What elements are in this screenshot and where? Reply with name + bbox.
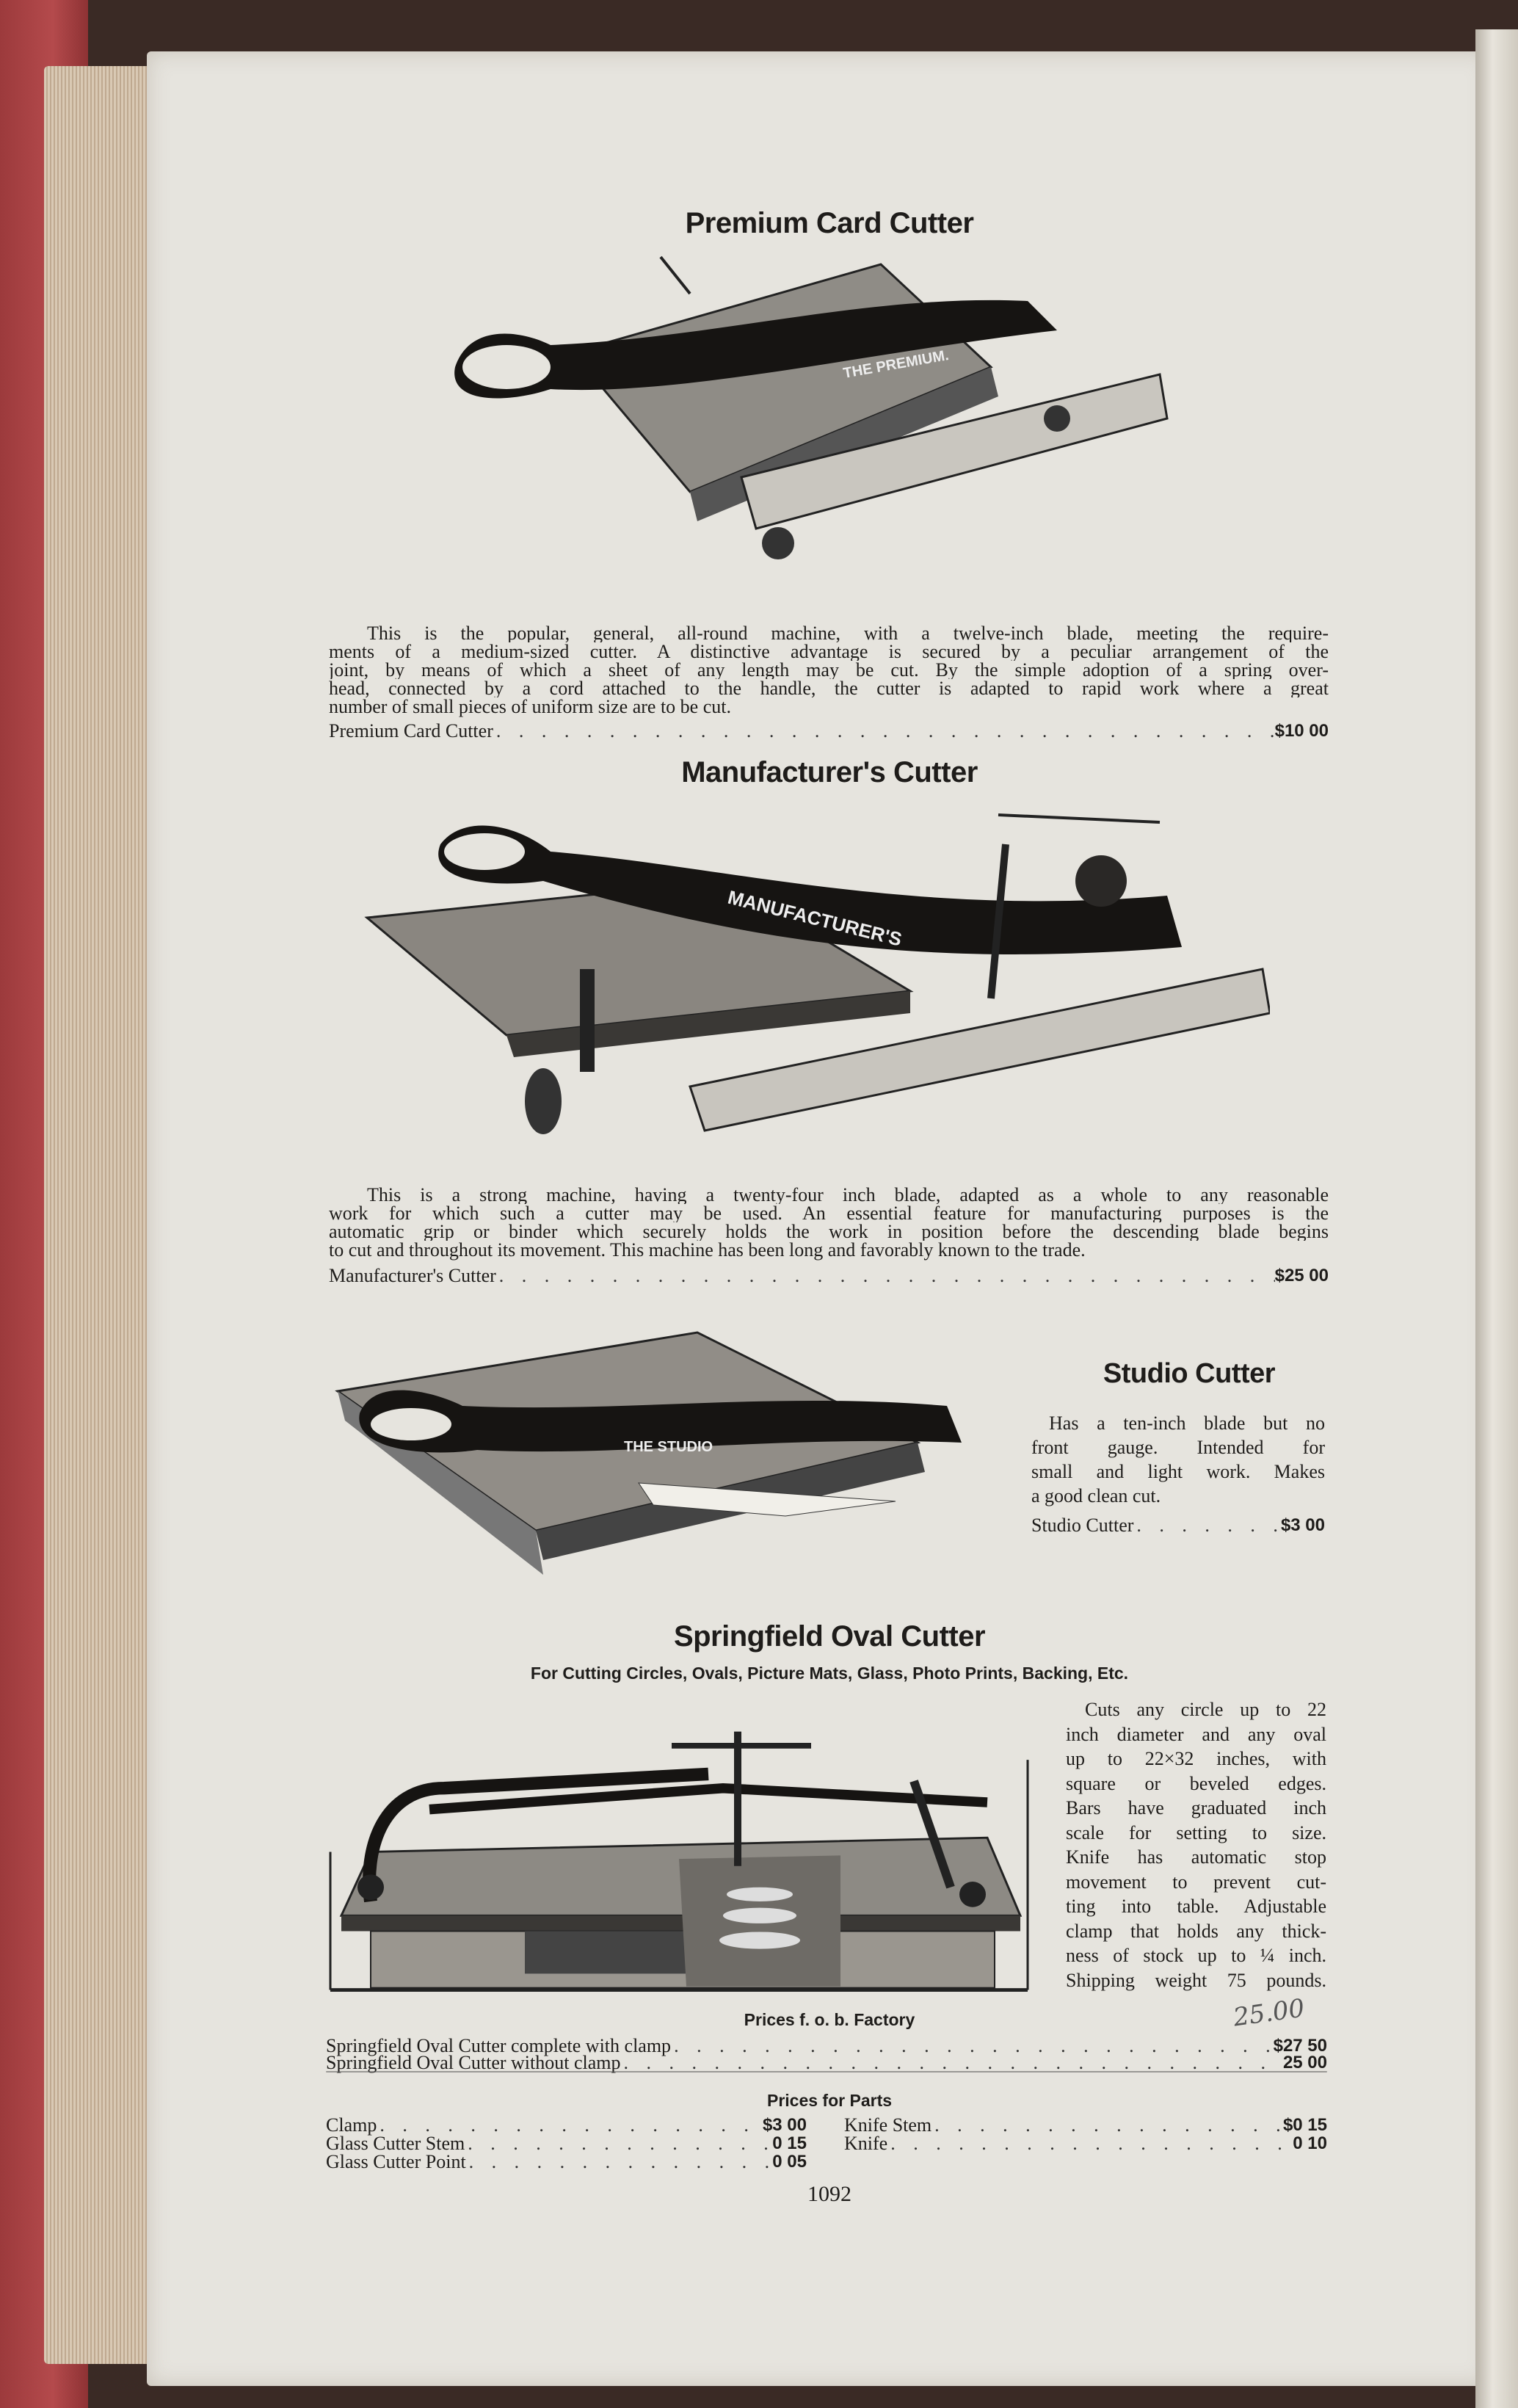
premium-card-cutter-illustration: THE PREMIUM. bbox=[454, 255, 1169, 559]
page-number: 1092 bbox=[807, 2182, 851, 2206]
part-price-row: Glass Cutter Stem 0 15 bbox=[326, 2134, 807, 2153]
price-value: $10 00 bbox=[1274, 721, 1329, 741]
description-line: movement to prevent cut- bbox=[1066, 1871, 1326, 1893]
manufacturers-cutter-illustration: MANUFACTURER'S bbox=[364, 813, 1270, 1134]
price-label: Glass Cutter Stem bbox=[326, 2133, 465, 2154]
premium-price-row: Premium Card Cutter $10 00 bbox=[329, 720, 1329, 741]
description-line: head, connected by a cord attached to th… bbox=[329, 679, 1329, 697]
price-value: $3 00 bbox=[1280, 1515, 1325, 1535]
parts-left-column: Clamp $3 00 Glass Cutter Stem 0 15 Glass C… bbox=[326, 2114, 807, 2172]
description-line: small and light work. Makes bbox=[1031, 1461, 1325, 1482]
studio-cutter-illustration: THE STUDIO bbox=[335, 1331, 962, 1575]
description-line: scale for setting to size. bbox=[1066, 1821, 1326, 1843]
price-value: $27 50 bbox=[1273, 2036, 1327, 2056]
description-line: a good clean cut. bbox=[1031, 1485, 1161, 1506]
price-label: Knife bbox=[844, 2133, 888, 2154]
price-value: $3 00 bbox=[762, 2115, 807, 2135]
price-label: Glass Cutter Point bbox=[326, 2151, 466, 2172]
description-line: Has a ten-inch blade but no bbox=[1049, 1412, 1325, 1434]
price-label: Studio Cutter bbox=[1031, 1515, 1134, 1536]
part-price-row: Knife 0 10 bbox=[844, 2134, 1327, 2153]
description-line: ness of stock up to ¼ inch. bbox=[1066, 1945, 1326, 1966]
price-label: Premium Card Cutter bbox=[329, 720, 493, 741]
description-line: clamp that holds any thick- bbox=[1066, 1920, 1326, 1942]
studio-description: Has a ten-inch blade but no front gauge.… bbox=[1031, 1411, 1325, 1508]
springfield-subtitle: For Cutting Circles, Ovals, Picture Mats… bbox=[530, 1664, 1129, 1683]
price-label: Manufacturer's Cutter bbox=[329, 1265, 496, 1286]
part-price-row: Glass Cutter Point 0 05 bbox=[326, 2151, 807, 2172]
part-price-row: Knife Stem $0 15 bbox=[844, 2114, 1327, 2136]
factory-prices-heading: Prices f. o. b. Factory bbox=[744, 2010, 915, 2029]
description-line: work for which such a cutter may be used… bbox=[329, 1204, 1329, 1222]
price-value: 25 00 bbox=[1282, 2053, 1327, 2072]
facing-page-edge bbox=[1475, 29, 1518, 2408]
factory-price-row-struck: Springfield Oval Cutter without clamp 25 … bbox=[326, 2053, 1327, 2072]
price-value: 0 10 bbox=[1293, 2133, 1327, 2153]
springfield-oval-cutter-illustration bbox=[329, 1731, 1029, 1992]
price-value: 0 05 bbox=[772, 2152, 807, 2172]
part-price-row: Clamp $3 00 bbox=[326, 2114, 807, 2136]
price-value: $25 00 bbox=[1274, 1266, 1329, 1285]
studio-machine-label: THE STUDIO bbox=[624, 1439, 713, 1455]
description-line: ting into table. Adjustable bbox=[1066, 1896, 1326, 1917]
description-line: inch diameter and any oval bbox=[1066, 1723, 1326, 1745]
pencil-strikethrough bbox=[326, 2071, 1327, 2072]
price-label: Springfield Oval Cutter without clamp bbox=[326, 2052, 621, 2073]
manufacturers-description: This is a strong machine, having a twent… bbox=[329, 1186, 1329, 1261]
studio-title: Studio Cutter bbox=[1103, 1358, 1276, 1389]
description-line: This is the popular, general, all-round … bbox=[367, 624, 1329, 642]
description-line: This is a strong machine, having a twent… bbox=[367, 1186, 1329, 1204]
price-value: 0 15 bbox=[772, 2133, 807, 2153]
price-label: Knife Stem bbox=[844, 2114, 932, 2136]
springfield-title: Springfield Oval Cutter bbox=[673, 1620, 986, 1653]
manufacturers-price-row: Manufacturer's Cutter $25 00 bbox=[329, 1266, 1329, 1285]
description-line: number of small pieces of uniform size a… bbox=[329, 696, 731, 717]
description-line: front gauge. Intended for bbox=[1031, 1437, 1325, 1458]
price-value: $0 15 bbox=[1282, 2115, 1327, 2135]
description-line: ments of a medium-sized cutter. A distin… bbox=[329, 642, 1329, 661]
premium-description: This is the popular, general, all-round … bbox=[329, 624, 1329, 717]
price-label: Clamp bbox=[326, 2114, 377, 2136]
manufacturers-title: Manufacturer's Cutter bbox=[681, 756, 978, 788]
parts-prices-heading: Prices for Parts bbox=[766, 2091, 893, 2110]
premium-title: Premium Card Cutter bbox=[685, 207, 974, 239]
parts-right-column: Knife Stem $0 15 Knife 0 10 bbox=[844, 2116, 1327, 2153]
springfield-description: Cuts any circle up to 22 inch diameter a… bbox=[1066, 1697, 1326, 1992]
description-line: Shipping weight 75 pounds. bbox=[1066, 1969, 1326, 1991]
description-line: Bars have graduated inch bbox=[1066, 1797, 1326, 1818]
description-line: automatic grip or binder which securely … bbox=[329, 1222, 1329, 1241]
description-line: square or beveled edges. bbox=[1066, 1772, 1326, 1794]
description-line: up to 22×32 inches, with bbox=[1066, 1748, 1326, 1769]
description-line: joint, by means of which a sheet of any … bbox=[329, 661, 1329, 679]
page-edges bbox=[44, 66, 154, 2364]
description-line: Knife has automatic stop bbox=[1066, 1846, 1326, 1868]
price-label: Springfield Oval Cutter complete with cl… bbox=[326, 2035, 672, 2056]
description-line: Cuts any circle up to 22 bbox=[1085, 1699, 1326, 1720]
description-line: to cut and throughout its movement. This… bbox=[329, 1239, 1086, 1261]
factory-price-row: Springfield Oval Cutter complete with cl… bbox=[326, 2035, 1327, 2056]
studio-price-row: Studio Cutter $3 00 bbox=[1031, 1515, 1325, 1536]
